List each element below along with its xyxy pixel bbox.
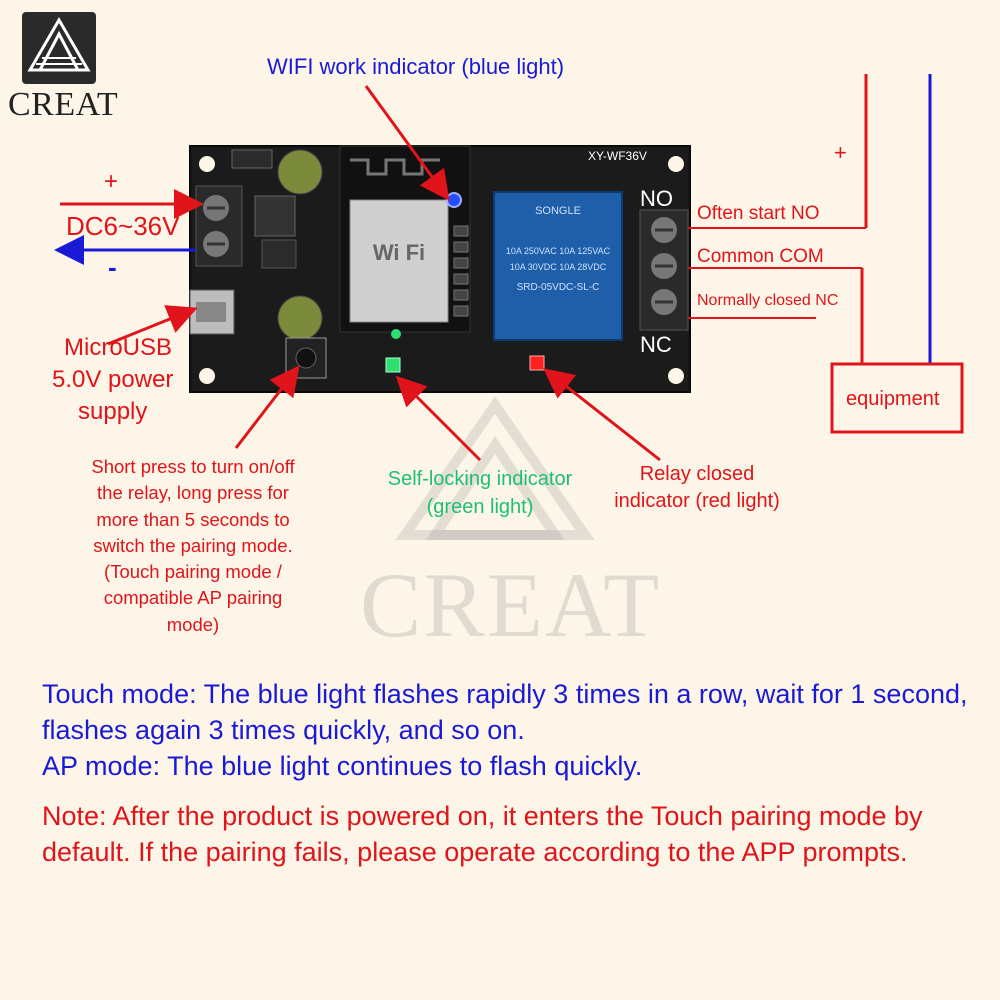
relay-brand-text: SONGLE [535, 205, 581, 217]
button-desc-line-1: Short press to turn on/off [91, 456, 295, 477]
relay-indicator-label: Relay closed indicator (red light) [592, 461, 802, 515]
self-locking-line-1: Self-locking indicator [387, 468, 573, 490]
common-com-label: Common COM [697, 246, 824, 267]
capacitor-top [277, 149, 323, 195]
led-red-icon [529, 355, 545, 371]
usb-power-label-2: supply [78, 398, 148, 425]
button-desc-line-2: the relay, long press for [97, 482, 289, 504]
power-terminal [195, 185, 243, 267]
dc-minus-label: - [108, 252, 117, 282]
relay-spec-1: 10A 250VAC 10A 125VAC [506, 246, 611, 256]
relay-spec-2: 10A 30VDC 10A 28VDC [510, 262, 607, 272]
led-green-small-icon [391, 329, 401, 339]
relay-spec-3: SRD-05VDC-SL-C [517, 282, 600, 293]
mode-notes: Touch mode: The blue light flashes rapid… [42, 676, 982, 784]
watermark-text: CREAT [360, 554, 662, 656]
relay-block: SONGLE 10A 250VAC 10A 125VAC 10A 30VDC 1… [493, 191, 623, 341]
button-arrow [234, 365, 300, 449]
board-diagram: Wi Fi XY-WF36V SONGLE 10A 250VAC 10A 125… [54, 74, 964, 462]
output-wiring [688, 74, 964, 434]
ap-mode-note: AP mode: The blue light continues to fla… [42, 751, 643, 781]
green-led-arrow [395, 375, 482, 462]
button-desc-line-5: (Touch pairing mode / [104, 561, 282, 583]
button-desc-line-7: mode) [166, 613, 220, 635]
touch-mode-note: Touch mode: The blue light flashes rapid… [42, 679, 968, 745]
button-desc-line-6: compatible AP pairing [103, 587, 283, 609]
equipment-label: equipment [846, 388, 940, 410]
board-model-text: XY-WF36V [588, 149, 647, 163]
relay-indicator-line-1: Relay closed [639, 463, 755, 485]
button-desc-line-3: more than 5 seconds to [96, 508, 290, 530]
no-label: NO [640, 186, 673, 211]
output-terminal [639, 209, 689, 331]
power-on-note: Note: After the product is powered on, i… [42, 801, 923, 867]
wifi-module-text: Wi Fi [373, 240, 425, 265]
button-description: Short press to turn on/off the relay, lo… [58, 454, 328, 638]
button-desc-line-4: switch the pairing mode. [93, 534, 293, 556]
self-locking-label: Self-locking indicator (green light) [360, 465, 600, 521]
equipment-box [830, 362, 964, 434]
watermark-logo-icon [395, 396, 595, 540]
wifi-module: Wi Fi [339, 145, 471, 333]
wifi-indicator-arrow [364, 85, 450, 201]
brand-logo-text: CREAT [8, 86, 119, 123]
brand-logo-icon [22, 12, 96, 84]
nc-label: NC [640, 332, 672, 357]
equipment-plus-label: + [834, 140, 847, 165]
microusb-arrow [107, 305, 198, 346]
led-blue-icon [446, 192, 462, 208]
usb-power-label-1: 5.0V power [52, 366, 174, 393]
self-locking-line-2: (green light) [426, 496, 534, 518]
relay-indicator-line-2: indicator (red light) [614, 490, 780, 512]
led-green-icon [385, 357, 401, 373]
wifi-indicator-label: WIFI work indicator (blue light) [267, 54, 565, 79]
microusb-label: MicroUSB [64, 334, 173, 361]
capacitor-bottom [277, 295, 323, 341]
dc-plus-label: + [104, 168, 119, 195]
often-start-label: Often start NO [697, 203, 820, 224]
red-led-arrow [543, 368, 661, 462]
dc-range-label: DC6~36V [66, 211, 180, 241]
normally-closed-label: Normally closed NC [697, 292, 839, 309]
